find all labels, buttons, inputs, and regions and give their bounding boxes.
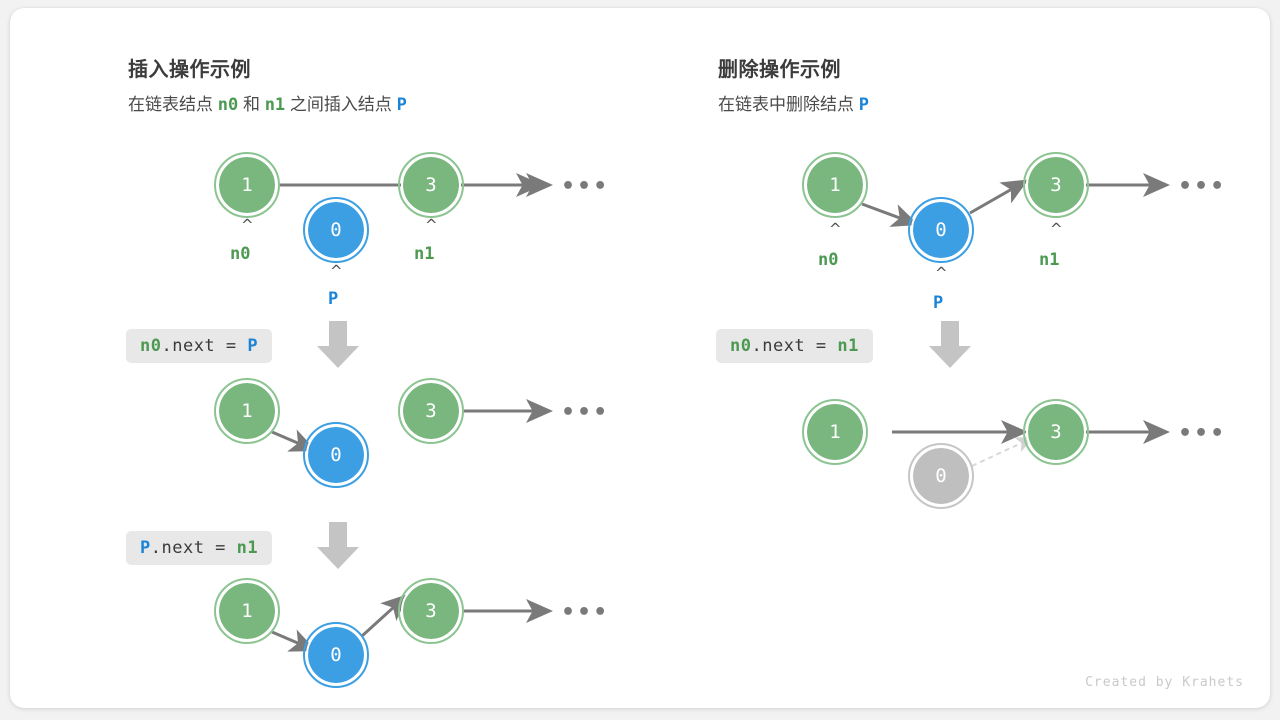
delete-edges (861, 173, 1170, 467)
node-value-1: 1 (802, 399, 868, 465)
code-token-assign: .next = (751, 336, 838, 356)
caret-icon-n0: ^ (829, 220, 842, 238)
subtitle-ref-n1: n1 (264, 95, 286, 115)
node-ring (303, 422, 369, 488)
down-arrow-icon-step1 (929, 321, 971, 368)
code-token-n0: n0 (730, 336, 752, 356)
code-chip-p-next-n1: P.next = n1 (126, 531, 273, 565)
caret-icon-n1: ^ (425, 216, 438, 234)
code-token-n1: n1 (837, 336, 859, 356)
node-value-text: 0 (330, 444, 342, 466)
caret-icon-n1: ^ (1050, 220, 1063, 238)
node-value-0: 0 (908, 197, 974, 263)
node-value-3: 3 (398, 378, 464, 444)
insert-panel-title: 插入操作示例 (128, 59, 251, 81)
pointer-label-n0: n0 (230, 244, 251, 264)
node-value-3: 3 (398, 578, 464, 644)
code-chip-n0-next-p: n0.next = P (126, 329, 273, 363)
ellipsis-row-1: ••• (561, 174, 610, 199)
subtitle-text-1: 和 (242, 95, 260, 114)
panel-delete-operation: 删除操作示例 在链表中删除结点 P (640, 8, 1270, 708)
node-ring (303, 197, 369, 263)
node-value-0: 0 (303, 622, 369, 688)
delete-panel-subtitle: 在链表中删除结点 P (718, 90, 869, 115)
pointer-label-n1: n1 (414, 244, 435, 264)
code-token-n0: n0 (140, 336, 162, 356)
node-value-text: 3 (425, 174, 437, 196)
node-value-text: 1 (829, 174, 841, 196)
node-value-3: 3 (1023, 399, 1089, 465)
caret-icon-n0: ^ (241, 216, 254, 234)
subtitle-text-0: 在链表结点 (128, 95, 213, 114)
node-value-3: 3 (398, 152, 464, 218)
node-value-text: 3 (1050, 174, 1062, 196)
node-value-text: 0 (935, 465, 947, 487)
subtitle-ref-p: P (396, 95, 407, 115)
node-ring (214, 152, 280, 218)
pointer-label-n0: n0 (818, 250, 839, 270)
node-value-0: 0 (303, 422, 369, 488)
node-value-0: 0 (303, 197, 369, 263)
node-ring (214, 378, 280, 444)
node-value-0-deleted: 0 (908, 443, 974, 509)
node-value-text: 3 (425, 400, 437, 422)
subtitle-text-2: 之间插入结点 (289, 95, 392, 114)
pointer-label-p: P (933, 293, 944, 313)
node-value-text: 1 (241, 600, 253, 622)
ellipsis-row-2: ••• (561, 400, 610, 425)
subtitle-text-0: 在链表中删除结点 (718, 95, 854, 114)
panel-insert-operation: 插入操作示例 在链表结点 n0 和 n1 之间插入结点 P (10, 8, 640, 708)
node-ring (908, 443, 974, 509)
node-value-text: 1 (241, 400, 253, 422)
insert-panel-subtitle: 在链表结点 n0 和 n1 之间插入结点 P (128, 90, 407, 115)
node-value-1: 1 (214, 378, 280, 444)
node-ring (908, 197, 974, 263)
caret-icon-p: ^ (935, 264, 948, 282)
node-value-1: 1 (802, 152, 868, 218)
ellipsis-row-2: ••• (1178, 421, 1227, 446)
node-value-text: 0 (330, 644, 342, 666)
node-value-text: 1 (241, 174, 253, 196)
subtitle-ref-p: P (858, 95, 869, 115)
node-value-text: 0 (935, 219, 947, 241)
subtitle-ref-n0: n0 (217, 95, 239, 115)
down-arrow-icon-step2 (317, 522, 359, 569)
code-token-n1: n1 (236, 538, 259, 558)
node-ring (398, 378, 464, 444)
pointer-label-n1: n1 (1039, 250, 1060, 270)
code-token-assign: .next = (161, 336, 248, 356)
code-chip-n0-next-n1: n0.next = n1 (716, 329, 873, 363)
node-ring (214, 578, 280, 644)
node-value-1: 1 (214, 578, 280, 644)
node-value-text: 3 (425, 600, 437, 622)
diagram-card: 插入操作示例 在链表结点 n0 和 n1 之间插入结点 P (10, 8, 1270, 708)
caret-icon-p: ^ (330, 262, 343, 280)
node-ring (802, 399, 868, 465)
node-ring (303, 622, 369, 688)
node-value-text: 1 (829, 421, 841, 443)
code-token-p: P (247, 336, 259, 356)
node-value-text: 0 (330, 219, 342, 241)
node-value-text: 3 (1050, 421, 1062, 443)
down-arrow-icon-step1 (317, 321, 359, 368)
ellipsis-row-3: ••• (561, 600, 610, 625)
watermark-credit: Created by Krahets (1085, 675, 1244, 690)
node-ring (398, 152, 464, 218)
code-token-assign: .next = (150, 538, 237, 558)
pointer-label-p: P (328, 289, 339, 309)
node-value-3: 3 (1023, 152, 1089, 218)
node-value-1: 1 (214, 152, 280, 218)
ellipsis-row-1: ••• (1178, 174, 1227, 199)
delete-panel-title: 删除操作示例 (718, 59, 841, 81)
code-token-p: P (140, 538, 151, 558)
node-ring (802, 152, 868, 218)
